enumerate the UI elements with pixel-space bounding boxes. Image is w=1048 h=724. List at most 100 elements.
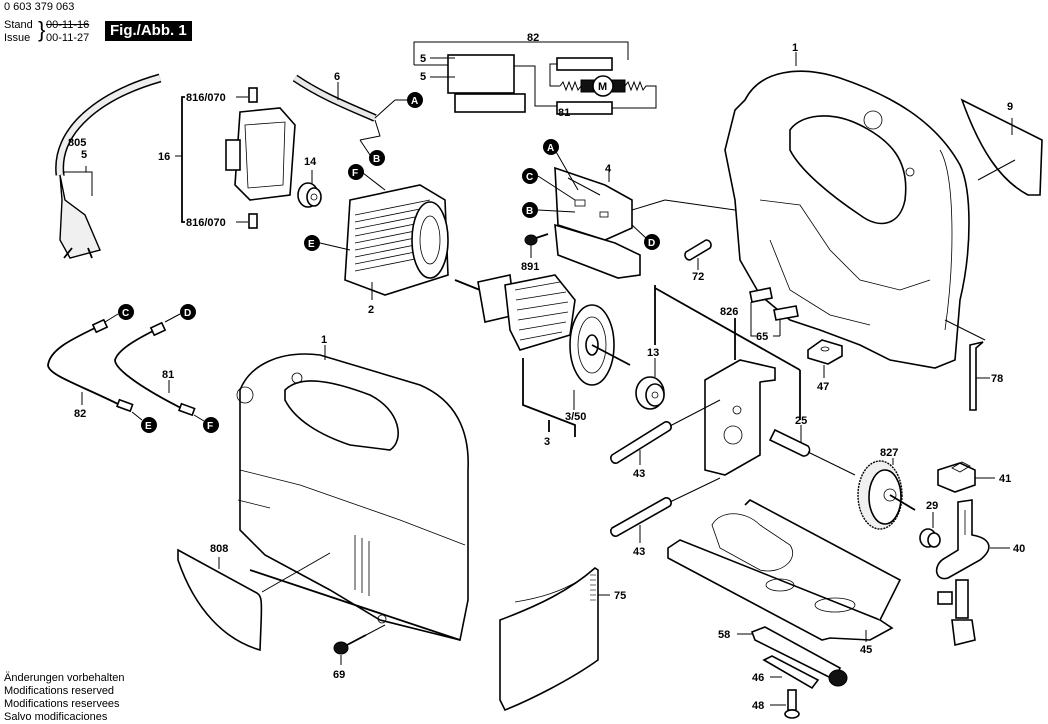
bearing-14: 14: [297, 156, 322, 208]
bearing-13: 13: [635, 285, 665, 410]
connector-a-label: A: [411, 96, 418, 107]
label-65: 65: [756, 331, 768, 343]
gear-827: 827: [857, 447, 916, 530]
label-75: 75: [614, 590, 626, 602]
label-3-50: 3/50: [565, 411, 586, 423]
label-plate-9: 9: [960, 98, 1043, 196]
label-plate-808: 808: [177, 543, 331, 652]
clamp-46: 46: [752, 655, 848, 690]
screw-48: 48: [752, 689, 800, 719]
label-43-upper: 43: [633, 468, 645, 480]
housing-left-1: 1: [236, 334, 469, 641]
motor-symbol: [592, 75, 614, 97]
bracket-826: 826: [654, 287, 801, 476]
label-826: 826: [720, 306, 738, 318]
switch-4: 4: [554, 163, 771, 279]
label-58: 58: [718, 629, 730, 641]
label-805: 805: [68, 137, 86, 149]
label-45: 45: [860, 644, 872, 656]
label-827: 827: [880, 447, 898, 459]
connector-a-label-switch: A: [547, 143, 554, 154]
plunger-40: 40: [935, 499, 1025, 646]
hex-key-78: 78: [944, 319, 1003, 411]
figure-label: Fig./Abb. 1: [105, 21, 192, 41]
label-48: 48: [752, 700, 764, 712]
footer-line-es: Salvo modificaciones: [4, 711, 108, 723]
pin-25: 25: [768, 415, 856, 476]
label-40: 40: [1013, 543, 1025, 555]
issue-date: 00-11-27: [46, 32, 90, 44]
label-816-070-top: 816/070: [186, 92, 226, 104]
connector-e-label-cable: E: [145, 421, 152, 432]
pin-43-upper: 43: [610, 399, 721, 480]
wiring-label-5-bottom: 5: [420, 71, 426, 83]
label-3: 3: [544, 436, 550, 448]
roller-29: 29: [919, 500, 941, 548]
part-number: 0 603 379 063: [4, 1, 75, 13]
label-78: 78: [991, 373, 1003, 385]
label-9: 9: [1007, 101, 1013, 113]
label-891: 891: [521, 261, 539, 273]
issue-label: Issue: [4, 32, 31, 44]
nut-47: 47: [807, 339, 843, 393]
cable-82: 82: [47, 318, 134, 420]
label-41: 41: [999, 473, 1011, 485]
label-2: 2: [368, 304, 374, 316]
label-46: 46: [752, 672, 764, 684]
base-plate-45: 45: [667, 499, 902, 656]
cable-81: 81: [114, 321, 196, 417]
callout-a-head: [407, 92, 423, 108]
connector-c-label-switch: C: [526, 172, 533, 183]
guide-41: 41: [937, 461, 1011, 493]
label-1-right: 1: [792, 42, 798, 54]
wiring-label-81: 81: [558, 107, 570, 119]
label-13: 13: [647, 347, 659, 359]
connector-e-label-motor: E: [308, 239, 315, 250]
brush-holder: 16 816/070 816/070: [158, 87, 296, 229]
power-cord: 805 5: [55, 73, 162, 259]
label-6: 6: [334, 71, 340, 83]
label-1-left: 1: [321, 334, 327, 346]
label-47: 47: [817, 381, 829, 393]
screw-891: 891: [521, 233, 549, 273]
housing-right-1: 1: [724, 42, 970, 369]
label-29: 29: [926, 500, 938, 512]
label-82: 82: [74, 408, 86, 420]
label-16: 16: [158, 151, 170, 163]
connector-callouts: A B F E A C B D C D E F: [104, 92, 660, 433]
armature-3: 3/50 3: [454, 274, 631, 448]
cable-6: 6: [292, 71, 396, 141]
label-69: 69: [333, 669, 345, 681]
pin-43-lower: 43: [610, 477, 721, 558]
motor-label: M: [598, 81, 607, 93]
stator-2: 2: [344, 184, 449, 316]
screw-69: 69: [333, 624, 386, 681]
connector-b-label: B: [373, 154, 380, 165]
wiring-schematic: M 82 81 5 5: [413, 32, 657, 119]
footer-line-en: Modifications reserved: [4, 685, 115, 697]
connector-b-label-switch: B: [526, 206, 533, 217]
label-4: 4: [605, 163, 612, 175]
wiring-label-82: 82: [527, 32, 539, 44]
cover-75: 75: [499, 566, 626, 712]
field-coil-top: [556, 57, 613, 71]
label-808: 808: [210, 543, 228, 555]
footer-line-fr: Modifications reservees: [4, 698, 120, 710]
old-date: 00-11-16: [46, 19, 90, 31]
connector-d-label-switch: D: [648, 238, 655, 249]
label-72: 72: [692, 271, 704, 283]
wiring-label-5-top: 5: [420, 53, 426, 65]
carbon-brushes-65: 65: [749, 287, 799, 343]
label-14: 14: [304, 156, 317, 168]
connector-f-label-motor: F: [352, 168, 358, 179]
label-81: 81: [162, 369, 174, 381]
switch-schematic: [447, 54, 515, 94]
label-5-cord: 5: [81, 149, 87, 161]
connector-d-label-cable: D: [184, 308, 191, 319]
stand-label: Stand: [4, 19, 33, 31]
pin-72: 72: [684, 239, 712, 283]
brace-icon: }: [38, 17, 46, 42]
label-43-lower: 43: [633, 546, 645, 558]
connector-c-label-cable: C: [122, 308, 129, 319]
